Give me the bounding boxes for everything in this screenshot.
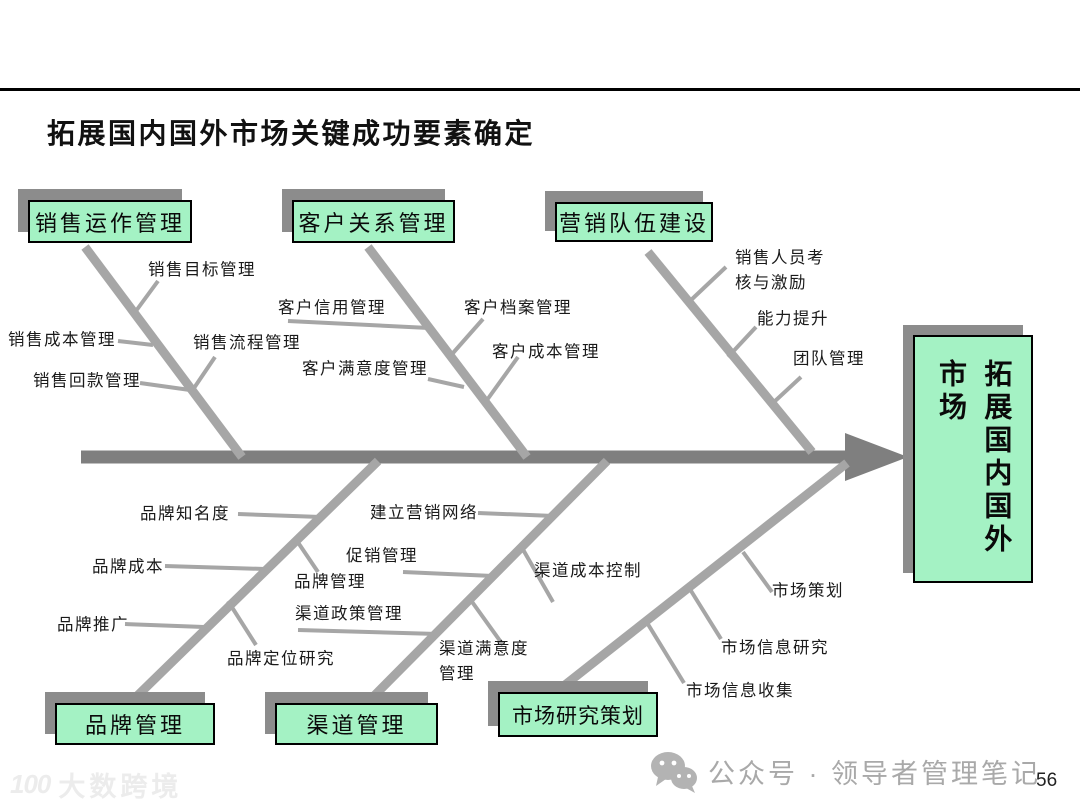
factor-label: 市场策划 <box>772 581 844 600</box>
branch-line <box>293 536 320 574</box>
branch-line <box>237 512 322 519</box>
branch-line <box>131 279 160 317</box>
branch-line <box>686 584 723 641</box>
factor-label: 市场信息收集 <box>686 681 794 700</box>
factor-label: 渠道政策管理 <box>295 604 403 623</box>
branch-line <box>190 355 217 393</box>
branch-line <box>287 319 430 330</box>
branch-line <box>477 511 555 518</box>
factor-label: 客户满意度管理 <box>302 359 428 378</box>
branch-line <box>139 381 191 392</box>
bone-channel <box>366 457 611 704</box>
factor-label: 建立营销网络 <box>370 503 478 522</box>
factor-label: 客户成本管理 <box>492 342 600 361</box>
branch-line <box>741 550 774 594</box>
branch-line <box>402 570 494 578</box>
branch-line <box>117 339 154 347</box>
factor-label: 销售成本管理 <box>8 330 116 349</box>
branch-line <box>772 375 803 404</box>
factor-label: 销售回款管理 <box>33 371 141 390</box>
category-box-sales-operations: 销售运作管理 <box>28 200 192 243</box>
factor-label: 品牌定位研究 <box>227 649 335 668</box>
wechat-icon <box>648 750 700 799</box>
category-box-marketing-team: 营销队伍建设 <box>555 202 713 242</box>
branch-line <box>427 377 465 389</box>
page-number: 56 <box>1036 770 1058 791</box>
slide-title: 拓展国内国外市场关键成功要素确定 <box>47 119 536 150</box>
branch-line <box>644 619 686 685</box>
branch-line <box>485 355 520 402</box>
factor-label: 销售人员考核与激励 <box>735 248 825 292</box>
factor-label: 品牌推广 <box>57 615 129 634</box>
spine-arrowhead <box>845 433 908 481</box>
header-rule <box>0 88 1080 91</box>
factor-label: 销售流程管理 <box>193 333 301 352</box>
bone-market-research <box>553 459 850 696</box>
factor-label: 品牌成本 <box>92 557 164 576</box>
branch-line <box>519 545 555 603</box>
effect-box: 拓展国内国外市场 <box>913 335 1033 583</box>
factor-label: 客户档案管理 <box>464 298 572 317</box>
branch-line <box>451 317 485 355</box>
wechat-account-label: 公众号 · 领导者管理笔记 <box>708 759 1041 789</box>
factor-label: 品牌知名度 <box>140 504 230 523</box>
factor-label: 能力提升 <box>757 309 829 328</box>
factor-label: 品牌管理 <box>294 572 366 591</box>
factor-label: 团队管理 <box>793 349 865 368</box>
factor-label: 客户信用管理 <box>278 298 386 317</box>
bone-brand <box>129 457 382 704</box>
bone-sales-operations <box>81 244 246 460</box>
branch-line <box>688 265 728 303</box>
bone-customer-relations <box>364 244 531 460</box>
category-box-channel: 渠道管理 <box>275 703 438 745</box>
watermark-logo: 100 大数跨境 <box>10 765 182 804</box>
factor-label: 促销管理 <box>346 546 418 565</box>
watermark-badge: 100 <box>10 769 51 799</box>
category-box-market-research: 市场研究策划 <box>498 692 658 737</box>
branch-line <box>226 599 258 647</box>
branch-line <box>164 564 266 571</box>
branch-line <box>468 597 505 647</box>
factor-label: 市场信息研究 <box>721 638 829 657</box>
branch-line <box>124 622 205 629</box>
factor-label: 销售目标管理 <box>148 260 256 279</box>
category-box-customer-relations: 客户关系管理 <box>292 200 455 243</box>
factor-label: 渠道满意度管理 <box>439 639 529 683</box>
branch-line <box>726 325 758 359</box>
branch-line <box>297 628 439 636</box>
effect-box-label: 拓展国内国外市场 <box>935 359 1012 557</box>
factor-label: 渠道成本控制 <box>534 561 642 580</box>
watermark-text: 大数跨境 <box>58 772 183 802</box>
category-box-brand: 品牌管理 <box>55 703 215 745</box>
